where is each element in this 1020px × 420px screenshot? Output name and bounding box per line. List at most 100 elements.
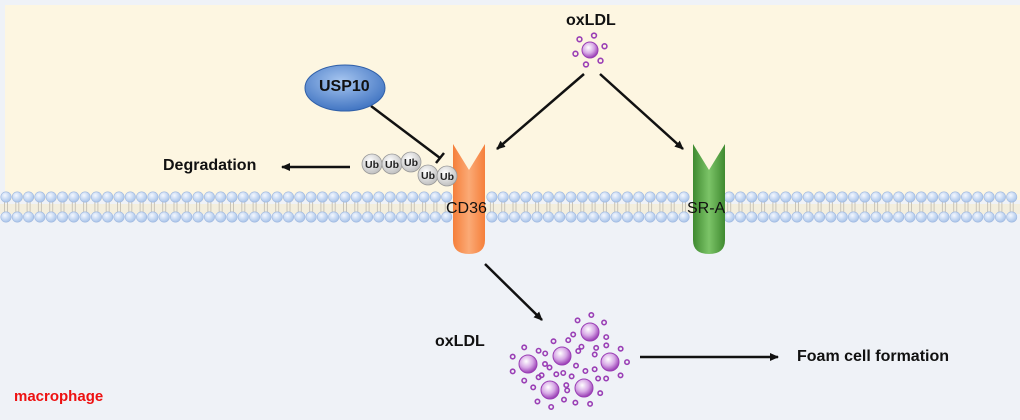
cd36-label: CD36 <box>446 200 487 217</box>
lipid-head-outer <box>802 191 814 203</box>
lipid-head-outer <box>847 191 859 203</box>
oxldl-satellite <box>560 396 567 403</box>
lipid-head-inner <box>904 211 916 223</box>
lipid-head-inner <box>429 211 441 223</box>
lipid-head-outer <box>938 191 950 203</box>
foam-cell-formation-label: Foam cell formation <box>797 348 950 365</box>
lipid-head-inner <box>983 211 995 223</box>
lipid-head-inner <box>825 211 837 223</box>
lipid-head-inner <box>203 211 215 223</box>
lipid-head-inner <box>181 211 193 223</box>
lipid-head-outer <box>531 191 543 203</box>
oxldl-satellite <box>564 387 571 394</box>
lipid-head-inner <box>215 211 227 223</box>
lipid-head-inner <box>723 211 735 223</box>
lipid-head-inner <box>599 211 611 223</box>
oxldl-core <box>600 352 620 372</box>
usp10-node <box>304 64 386 112</box>
lipid-head-outer <box>79 191 91 203</box>
lipid-head-outer <box>147 191 159 203</box>
lipid-head-outer <box>768 191 780 203</box>
lipid-head-inner <box>305 211 317 223</box>
lipid-head-inner <box>927 211 939 223</box>
arrow-oxldl-to-cd36 <box>496 73 585 150</box>
lipid-head-inner <box>960 211 972 223</box>
lipid-head-inner <box>870 211 882 223</box>
lipid-head-outer <box>158 191 170 203</box>
lipid-head-outer <box>237 191 249 203</box>
lipid-head-outer <box>249 191 261 203</box>
lipid-head-inner <box>11 211 23 223</box>
lipid-head-inner <box>734 211 746 223</box>
lipid-head-inner <box>56 211 68 223</box>
lipid-head-outer <box>226 191 238 203</box>
lipid-head-inner <box>102 211 114 223</box>
lipid-head-outer <box>45 191 57 203</box>
lipid-head-inner <box>633 211 645 223</box>
lipid-head-outer <box>588 191 600 203</box>
lipid-head-outer <box>621 191 633 203</box>
lipid-head-inner <box>192 211 204 223</box>
lipid-head-outer <box>633 191 645 203</box>
oxldl-satellite <box>568 373 575 380</box>
oxldl-core <box>540 380 560 400</box>
ubiquitin-label: Ub <box>365 159 379 171</box>
lipid-head-outer <box>746 191 758 203</box>
lipid-head-outer <box>542 191 554 203</box>
oxldl-particle <box>564 368 604 407</box>
lipid-head-outer <box>56 191 68 203</box>
lipid-head-inner <box>542 211 554 223</box>
oxldl-satellite <box>560 369 567 376</box>
oxldl-satellite <box>565 337 572 344</box>
oxldl-satellite <box>574 317 581 324</box>
lipid-head-outer <box>0 191 12 203</box>
lipid-head-inner <box>531 211 543 223</box>
lipid-head-inner <box>362 211 374 223</box>
lipid-head-outer <box>520 191 532 203</box>
lipid-head-outer <box>136 191 148 203</box>
oxldl-satellite <box>550 338 557 345</box>
lipid-head-inner <box>124 211 136 223</box>
oxldl-satellite <box>570 331 577 338</box>
oxldl-satellite <box>601 319 608 326</box>
lipid-head-inner <box>79 211 91 223</box>
oxldl-satellite <box>591 351 598 358</box>
oxldl-satellite <box>588 312 595 319</box>
lipid-head-outer <box>441 191 453 203</box>
lipid-head-outer <box>497 191 509 203</box>
lipid-head-outer <box>893 191 905 203</box>
lipid-head-inner <box>395 211 407 223</box>
oxldl-particle <box>570 312 610 351</box>
oxldl-core <box>552 346 572 366</box>
oxldl-satellite <box>603 342 610 349</box>
oxldl-core <box>580 322 600 342</box>
oxldl-core <box>574 378 594 398</box>
membrane-core <box>0 204 1020 214</box>
lipid-head-inner <box>384 211 396 223</box>
lipid-head-inner <box>621 211 633 223</box>
oxldl-satellite <box>601 43 608 50</box>
lipid-head-outer <box>271 191 283 203</box>
lipid-head-inner <box>949 211 961 223</box>
oxldl-satellite <box>582 61 590 68</box>
lipid-head-inner <box>0 211 12 223</box>
lipid-head-inner <box>915 211 927 223</box>
oxldl-satellite <box>603 375 610 382</box>
lipid-head-outer <box>124 191 136 203</box>
lipid-head-outer <box>294 191 306 203</box>
oxldl-satellite <box>542 350 549 357</box>
lipid-head-inner <box>768 211 780 223</box>
oxldl-satellite <box>509 353 516 360</box>
lipid-head-outer <box>170 191 182 203</box>
lipid-head-outer <box>34 191 46 203</box>
lipid-head-inner <box>45 211 57 223</box>
oxldl-satellite <box>572 399 579 406</box>
lipid-head-inner <box>847 211 859 223</box>
lipid-head-inner <box>757 211 769 223</box>
oxldl-satellite <box>546 364 553 371</box>
lipid-head-outer <box>429 191 441 203</box>
lipid-head-outer <box>350 191 362 203</box>
lipid-head-outer <box>90 191 102 203</box>
lipid-head-outer <box>215 191 227 203</box>
